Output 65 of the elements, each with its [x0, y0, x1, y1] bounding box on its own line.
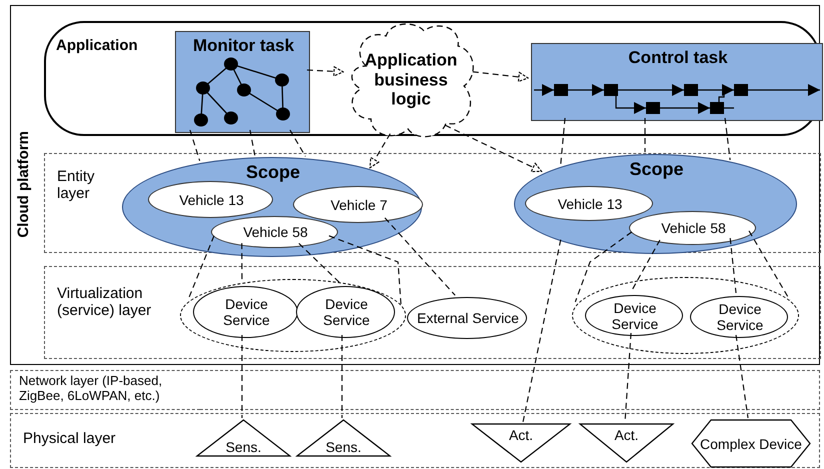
node-label: Vehicle 58 [242, 224, 309, 240]
layer-label: Network layer (IP-based, ZigBee, 6LoWPAN, etc.) [19, 374, 164, 404]
service-ellipse [690, 296, 788, 338]
arrow [306, 66, 344, 77]
actuator-triangle [579, 423, 674, 463]
service-ellipse [296, 286, 395, 338]
service-ellipse [585, 295, 683, 336]
connector-line [522, 240, 562, 422]
layer-band [10, 370, 200, 410]
service-ellipse [193, 286, 298, 338]
group-title: Scope [628, 159, 685, 180]
group-ellipse [572, 277, 799, 354]
entity-ellipse [629, 211, 756, 245]
node-label: Device Service [716, 300, 764, 334]
node-label: Vehicle 13 [178, 191, 245, 208]
group-title: Control task [627, 48, 729, 68]
group-ellipse [180, 279, 406, 352]
connector-line [188, 236, 214, 298]
entity-ellipse [211, 216, 338, 248]
connector-line [249, 130, 256, 156]
node-label: Vehicle 7 [330, 196, 388, 213]
device-hexagon [691, 419, 811, 468]
arrow [369, 133, 391, 168]
node-label: Device Service [610, 299, 660, 332]
layer-band [10, 413, 820, 468]
group-title: Cloud platform [15, 131, 32, 238]
connector-line [574, 232, 632, 302]
layer-label: Physical layer [23, 430, 117, 448]
arrow [472, 71, 529, 82]
group-title: Application [56, 37, 138, 54]
connector-line [644, 118, 646, 152]
node-label: Complex Device [699, 435, 803, 452]
connector-line [748, 230, 790, 300]
actuator-triangle [471, 423, 571, 463]
connector-line [724, 118, 731, 160]
platform-frame [10, 5, 820, 365]
group-title: Scope [244, 162, 302, 183]
entity-ellipse [525, 186, 653, 221]
connector-line [290, 130, 306, 157]
connector-line [241, 335, 243, 418]
node-label: Sens. [224, 438, 262, 455]
connector-line [341, 335, 343, 418]
connector-line [560, 118, 566, 164]
node-label: Device Service [322, 296, 371, 328]
sensor-triangle [296, 419, 391, 457]
node-label: External Service [416, 310, 520, 326]
layer-label: Entity layer [57, 168, 96, 202]
sensor-triangle [196, 419, 291, 457]
connector-line [735, 334, 749, 418]
application-panel [44, 21, 821, 136]
node-label: Device Service [222, 296, 271, 328]
layer-label: Virtualization (service) layer [57, 285, 152, 320]
connector-line [189, 130, 200, 161]
node-label: Vehicle 58 [660, 220, 727, 236]
node-label: Application business logic [364, 50, 458, 110]
connector-line [328, 235, 402, 306]
task-box [531, 43, 823, 121]
task-box [175, 31, 310, 133]
node-label: Act. [508, 427, 534, 444]
node-label: Act. [613, 427, 640, 444]
node-label: Vehicle 13 [556, 195, 624, 212]
group-title: Monitor task [192, 36, 296, 56]
layer-band [44, 266, 821, 359]
connector-line [730, 238, 737, 294]
node-label: Sens. [324, 438, 362, 455]
